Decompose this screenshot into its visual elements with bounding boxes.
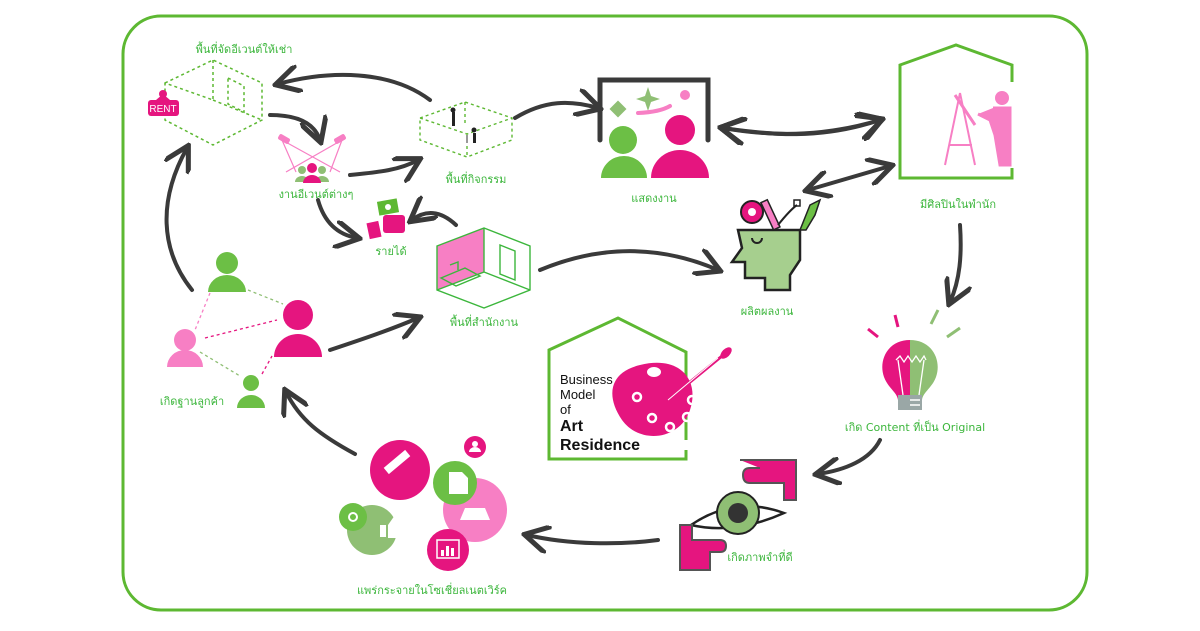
lightbulb-icon: [867, 309, 961, 410]
label-income: รายได้: [375, 245, 407, 258]
business-model-logo: [547, 316, 732, 461]
label-customer-base: เกิดฐานลูกค้า: [159, 395, 225, 408]
people-activity-icon: [450, 107, 477, 143]
title-line-residence: Residence: [560, 437, 641, 454]
arrow-rental-to-events: [268, 113, 320, 140]
title-line-art: Art: [560, 418, 584, 435]
income-icon: [366, 198, 405, 240]
title-line-3: of: [560, 402, 571, 417]
exhibition-icon: [597, 77, 711, 178]
arrow-customer-to-office: [328, 318, 418, 352]
business-model-title: Business Model of Art Residence: [560, 372, 640, 455]
arrow-produce-artist: [808, 166, 890, 190]
arrow-customer-to-rental: [167, 148, 194, 292]
artist-residence-icon: [898, 43, 1014, 180]
arrow-office-to-income: [412, 213, 458, 227]
arrow-exhibition-artist-bidirectional: [723, 120, 880, 134]
arrow-activity-to-rental: [278, 75, 432, 102]
social-network-icon: [339, 436, 507, 571]
label-memorable-image: เกิดภาพจำที่ดี: [727, 551, 793, 564]
label-rental-space: พื้นที่จัดอีเวนต์ให้เช่า: [195, 43, 293, 56]
title-line-2: Model: [560, 387, 596, 402]
arrow-memorable-to-social: [527, 535, 660, 543]
flow-arrows: [167, 75, 961, 543]
label-events: งานอีเวนต์ต่างๆ: [278, 188, 354, 201]
produce-work-icon: [729, 198, 822, 292]
arrow-activity-to-exhibition: [513, 103, 598, 120]
arrow-events-to-income: [316, 198, 357, 238]
events-icon: [278, 134, 346, 183]
arrow-office-to-produce: [538, 251, 718, 270]
label-produce-work: ผลิตผลงาน: [740, 305, 794, 318]
arrow-events-to-activity: [348, 160, 418, 175]
office-space-icon: [436, 227, 531, 309]
rental-space-icon: [164, 59, 263, 146]
arrow-social-to-customer: [286, 392, 357, 456]
activity-space-icon: [419, 101, 513, 158]
outer-frame: [121, 14, 1089, 612]
arrow-content-to-memorable: [818, 438, 882, 474]
label-original-content: เกิด Content ที่เป็น Original: [844, 421, 986, 434]
label-artist-residence: มีศิลปินในพำนัก: [920, 198, 996, 211]
title-line-1: Business: [560, 372, 613, 387]
label-activity-space: พื้นที่กิจกรรม: [445, 173, 507, 186]
label-social-network: แพร่กระจายในโซเชี่ยลเนตเวิร์ค: [356, 584, 508, 597]
customer-base-icon: [167, 252, 322, 408]
label-exhibition: แสดงงาน: [631, 192, 677, 205]
arrow-artist-to-content: [950, 223, 961, 302]
rent-sign-icon: RENT: [148, 90, 179, 116]
label-office-space: พื้นที่สำนักงาน: [449, 316, 519, 329]
rent-badge-text: RENT: [149, 104, 176, 115]
memorable-image-icon: [679, 459, 797, 571]
